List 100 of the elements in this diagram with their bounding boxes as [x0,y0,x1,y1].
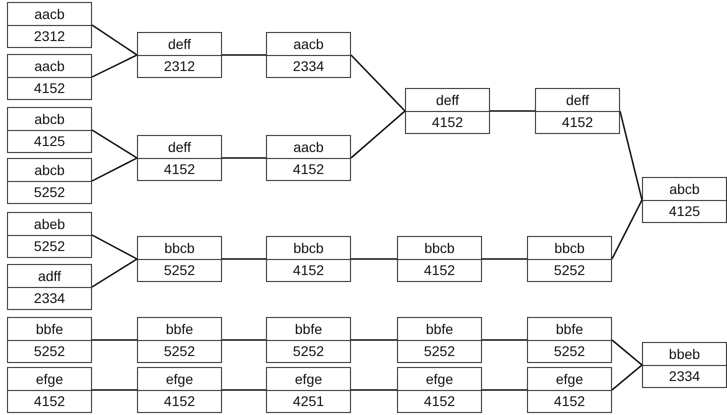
record-value: 2334 [643,364,726,387]
record-box [137,317,222,363]
record-box [7,54,92,100]
record-name: deff [166,34,192,54]
record-box [7,107,92,153]
connector-line [222,339,266,341]
connector-line [92,24,138,56]
record-name: aacb [33,4,66,24]
record-value: 5252 [8,234,91,257]
record-name: abcb [33,160,66,180]
record-name: bbcb [553,238,586,258]
record-name: efge [294,370,324,389]
record-name: bbfe [554,320,584,339]
record-box [397,367,482,413]
record-value: 2312 [8,24,91,47]
record-name: abcb [33,110,66,129]
record-box [7,2,92,48]
record-name: deff [166,138,192,157]
connector-line [351,258,397,260]
connector-line [92,157,138,182]
record-value: 2312 [138,54,221,77]
record-box [527,236,612,282]
connector-line [482,339,527,341]
record-value: 4152 [528,390,611,412]
record-box [266,317,351,363]
record-box [266,367,351,413]
record-value: 4152 [406,110,489,133]
record-value: 4251 [267,390,350,412]
record-box [137,236,222,282]
record-name: abeb [32,214,66,234]
record-name: abcb [668,180,701,199]
record-value: 2334 [267,54,350,77]
connector-line [92,258,138,288]
connector-line [351,339,397,341]
record-value: 4152 [138,390,221,412]
connector-line [619,110,643,200]
record-box [137,32,222,78]
connector-line [222,389,266,391]
record-value: 5252 [267,340,350,362]
connector-line [612,339,642,366]
record-name: efge [34,370,64,389]
record-value: 4152 [398,258,481,281]
record-box [642,342,727,388]
record-box [7,264,92,310]
record-value: 2334 [8,286,91,309]
connector-line [490,110,535,112]
record-value: 5252 [138,258,221,281]
record-box [266,236,351,282]
record-value: 5252 [528,340,611,362]
record-value: 5252 [528,258,611,281]
record-box [397,317,482,363]
record-name: aacb [292,34,325,54]
record-value: 4125 [8,130,91,152]
record-box [397,236,482,282]
record-box [642,177,727,223]
connector-line [482,258,527,260]
record-name: bbfe [164,320,194,339]
connector-line [92,129,138,159]
record-box [535,88,620,134]
record-box [7,212,92,258]
record-box [527,317,612,363]
record-value: 4152 [267,158,350,180]
record-box [266,32,351,78]
record-value: 4152 [8,390,91,412]
connector-line [92,234,138,260]
record-value: 4152 [536,110,619,133]
record-value: 5252 [138,340,221,362]
connector-line [222,157,266,159]
record-name: bbfe [294,320,324,339]
record-box [527,367,612,413]
record-name: efge [424,370,454,389]
connector-line [611,200,643,260]
connector-line [482,389,527,391]
connector-line [222,54,266,56]
record-box [137,367,222,413]
record-value: 4152 [138,158,221,180]
record-box [137,135,222,181]
record-name: deff [434,90,460,110]
record-name: efge [554,370,584,389]
record-name: efge [164,370,194,389]
record-name: bbcb [423,238,456,258]
record-value: 5252 [8,340,91,362]
connector-line [222,258,266,260]
record-name: bbfe [34,320,64,339]
connector-line [350,110,406,159]
record-name: bbcb [163,238,196,258]
record-value: 5252 [398,340,481,362]
record-name: bbfe [424,320,454,339]
record-name: deff [564,90,590,110]
record-box [266,135,351,181]
record-name: bbeb [668,344,702,364]
connector-line [92,54,138,78]
record-box [7,317,92,363]
connector-line [92,389,137,391]
record-value: 5252 [8,180,91,203]
connector-line [612,364,642,391]
record-value: 4152 [398,390,481,412]
record-name: aacb [33,56,66,76]
connector-line [350,54,406,112]
record-name: aacb [292,138,325,157]
